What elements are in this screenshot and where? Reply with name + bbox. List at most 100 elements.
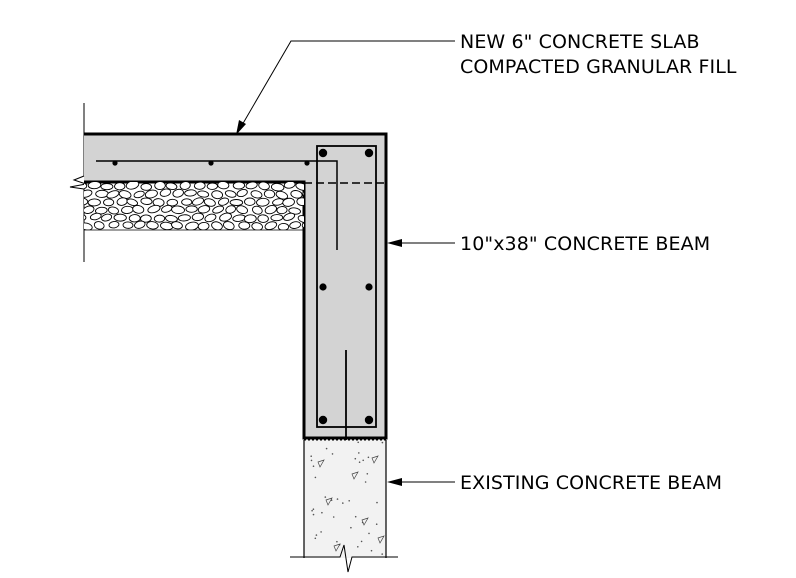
concrete-speckle bbox=[362, 459, 365, 462]
granular-fill-hatch bbox=[84, 182, 304, 230]
concrete-aggregate bbox=[377, 535, 385, 544]
concrete-speckle bbox=[370, 549, 373, 552]
fill-label: COMPACTED GRANULAR FILL bbox=[460, 56, 737, 78]
fill-stone bbox=[146, 221, 159, 230]
fill-stone bbox=[94, 206, 108, 215]
concrete-speckle bbox=[381, 441, 384, 444]
slab-break-line bbox=[69, 175, 88, 190]
fill-stone bbox=[197, 205, 211, 214]
concrete-speckle bbox=[324, 496, 327, 498]
fill-stone bbox=[93, 221, 105, 230]
fill-stone bbox=[295, 182, 304, 191]
slab-rebar-dot bbox=[112, 160, 118, 166]
beam-rebar-dot bbox=[364, 148, 374, 158]
concrete-speckle bbox=[332, 516, 335, 518]
fill-stone bbox=[203, 198, 216, 207]
fill-stone bbox=[211, 190, 224, 200]
fill-stone bbox=[204, 213, 217, 223]
fill-stone bbox=[87, 198, 101, 207]
fill-stone bbox=[134, 220, 146, 229]
concrete-speckle bbox=[311, 509, 313, 512]
beam-rebar-dot bbox=[318, 415, 328, 425]
fill-stone bbox=[122, 221, 134, 229]
slab-rebar-dot bbox=[304, 160, 310, 166]
fill-stone bbox=[303, 205, 304, 213]
concrete-speckle bbox=[366, 473, 369, 475]
existing-beam-leader-arrowhead bbox=[387, 478, 402, 486]
concrete-speckle bbox=[312, 465, 315, 468]
fill-stone bbox=[128, 214, 141, 223]
existing-concrete-hatch bbox=[310, 441, 385, 555]
concrete-speckle bbox=[314, 476, 317, 479]
fill-stone bbox=[159, 188, 172, 197]
concrete-speckle bbox=[375, 523, 378, 525]
fill-stone bbox=[140, 197, 153, 205]
fill-stone bbox=[114, 182, 126, 191]
fill-stone bbox=[101, 213, 113, 222]
fill-stone bbox=[243, 214, 257, 224]
slab-rebar-hook bbox=[318, 160, 338, 250]
fill-stone bbox=[302, 190, 304, 199]
fill-stone bbox=[245, 182, 258, 190]
fill-stone bbox=[212, 205, 225, 214]
fill-stone bbox=[84, 189, 93, 198]
fill-stone bbox=[185, 205, 198, 213]
fill-stone bbox=[224, 190, 237, 198]
fill-stone bbox=[191, 212, 205, 222]
fill-stone bbox=[165, 214, 178, 223]
concrete-speckle bbox=[364, 481, 367, 483]
concrete-speckle bbox=[310, 455, 313, 458]
fill-stone bbox=[95, 189, 109, 198]
concrete-speckle bbox=[358, 461, 361, 464]
fill-stone bbox=[272, 198, 285, 206]
fill-stone bbox=[103, 198, 115, 207]
fill-stone bbox=[126, 198, 138, 207]
fill-stone bbox=[229, 199, 244, 206]
concrete-speckle bbox=[314, 537, 317, 540]
beam-rebar-dot bbox=[364, 415, 374, 425]
slab-label: NEW 6" CONCRETE SLAB bbox=[460, 31, 700, 53]
fill-stone bbox=[297, 215, 304, 223]
fill-stone bbox=[223, 221, 235, 230]
fill-stone bbox=[250, 190, 263, 199]
fill-stone bbox=[252, 205, 263, 215]
fill-stone bbox=[276, 206, 288, 215]
concrete-speckle bbox=[357, 441, 360, 444]
fill-stone bbox=[171, 221, 183, 230]
fill-stone bbox=[197, 221, 210, 230]
fill-stone bbox=[197, 190, 210, 198]
beam-rebar-dot bbox=[319, 283, 327, 291]
fill-stone bbox=[217, 197, 230, 206]
fill-stone bbox=[301, 222, 304, 229]
fill-stone bbox=[236, 205, 248, 215]
beam-rebar-dot bbox=[318, 148, 328, 158]
fill-stone bbox=[263, 189, 276, 199]
new-concrete-outline bbox=[84, 132, 388, 440]
fill-stone bbox=[133, 190, 145, 199]
fill-stone bbox=[217, 182, 230, 190]
fill-stone bbox=[140, 183, 152, 191]
concrete-speckle bbox=[381, 553, 384, 555]
fill-stone bbox=[177, 214, 191, 222]
fill-stone bbox=[89, 212, 102, 221]
concrete-aggregate bbox=[361, 517, 369, 526]
fill-stone bbox=[193, 182, 206, 190]
fill-stone bbox=[154, 182, 166, 190]
fill-stone bbox=[108, 221, 120, 229]
fill-stone bbox=[84, 205, 95, 214]
fill-stone bbox=[257, 214, 269, 223]
concrete-aggregate bbox=[333, 543, 341, 552]
fill-stone bbox=[184, 189, 197, 197]
fill-stone bbox=[140, 214, 152, 223]
fill-stone bbox=[232, 214, 246, 222]
fill-stone bbox=[296, 197, 304, 207]
fill-stone bbox=[84, 182, 88, 190]
fill-stone bbox=[219, 212, 232, 222]
fill-stone bbox=[244, 197, 256, 206]
concrete-speckle bbox=[325, 447, 328, 450]
concrete-aggregate bbox=[371, 455, 379, 464]
fill-stone bbox=[181, 198, 193, 206]
concrete-aggregate bbox=[317, 459, 325, 468]
concrete-speckle bbox=[376, 501, 378, 504]
